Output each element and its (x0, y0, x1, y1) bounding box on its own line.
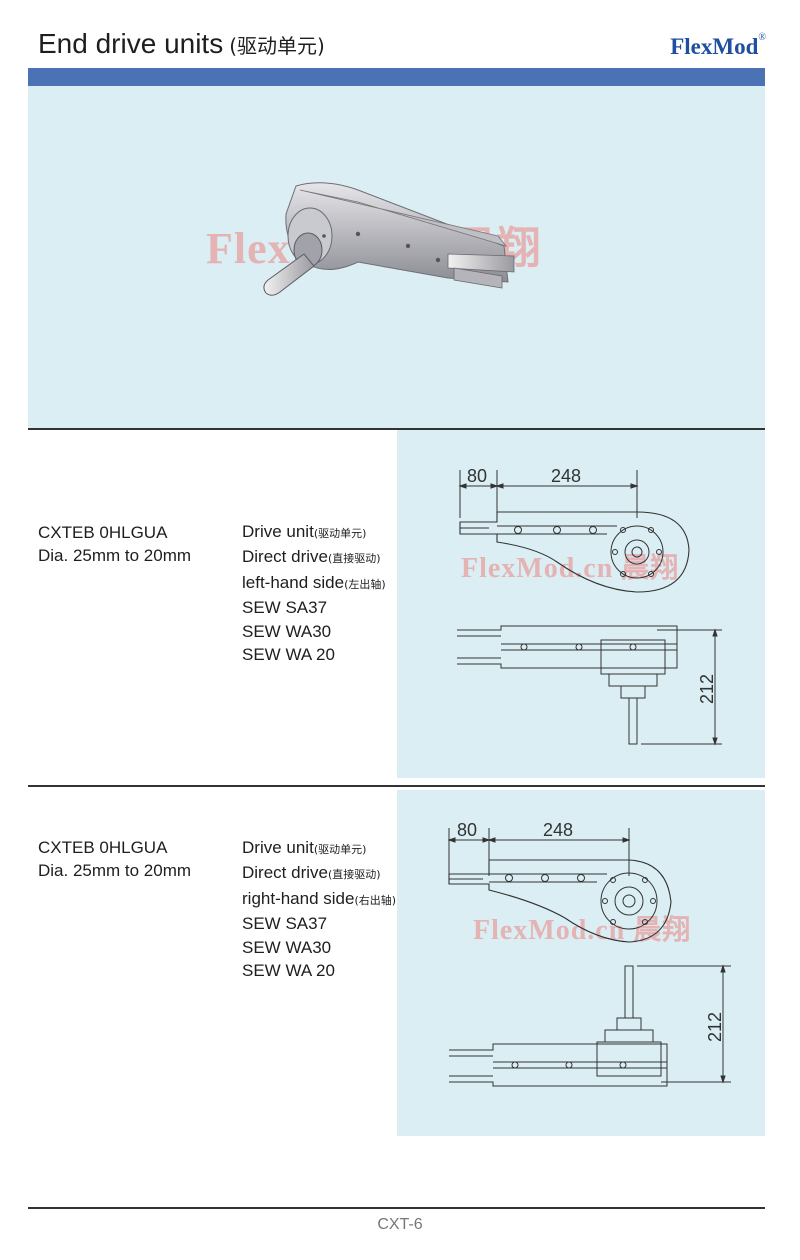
section2-dim-248: 248 (543, 820, 573, 840)
hero-panel: FlexMod.cn 晨翔 (28, 86, 765, 428)
section1-line-5: SEW WA30 (242, 621, 332, 641)
section1-code: CXTEB 0HLGUA Dia. 25mm to 20mm (38, 521, 191, 567)
section2-line-5: SEW WA30 (242, 937, 332, 957)
section1-line-6: SEW WA 20 (242, 645, 335, 665)
section1-line-3: left-hand side(左出轴) (242, 572, 386, 592)
title-text: End drive units (38, 28, 224, 59)
page-number: CXT-6 (377, 1216, 423, 1233)
section1-description: Drive unit(驱动单元) Direct drive(直接驱动) left… (242, 520, 386, 666)
section2-technical-drawing: 80 248 212 (447, 820, 731, 1087)
section2-drawing-panel: FlexMod.cn 晨翔 80 248 (397, 790, 765, 1136)
section2-dia-text: Dia. 25mm to 20mm (38, 861, 192, 880)
brand-name: FlexMod (670, 34, 759, 59)
section1-watermark: FlexMod.cn 晨翔 (461, 553, 680, 584)
section1-line-2: Direct drive(直接驱动) (242, 547, 381, 567)
section2-line-4: SEW SA37 (242, 914, 328, 934)
section2-line-6: SEW WA 20 (242, 961, 335, 981)
section1-dia-text: Dia. 25mm to 20mm (38, 546, 192, 565)
title-cn: (驱动单元) (229, 34, 325, 58)
section2-code: CXTEB 0HLGUA Dia. 25mm to 20mm (38, 836, 191, 882)
section1-technical-drawing: 80 248 212 (457, 466, 722, 746)
footer-rule (28, 1207, 765, 1209)
section1-drawing-panel: FlexMod.cn 晨翔 80 248 (397, 430, 765, 778)
section2-line-2: Direct drive(直接驱动) (242, 863, 381, 883)
section1-line-1: Drive unit(驱动单元) (242, 522, 367, 541)
section2-dim-212: 212 (705, 1012, 725, 1042)
registered-mark: ® (758, 32, 766, 43)
section2-dim-80: 80 (457, 820, 477, 840)
section2-line-1: Drive unit(驱动单元) (242, 838, 367, 857)
drive-unit-render (263, 182, 515, 296)
section-divider-1 (28, 428, 765, 430)
brand-logo: FlexMod® (670, 32, 766, 60)
section2-watermark: FlexMod.cn 晨翔 (473, 915, 692, 946)
section2-description: Drive unit(驱动单元) Direct drive(直接驱动) righ… (242, 836, 396, 982)
section1-code-text: CXTEB 0HLGUA (38, 523, 168, 542)
section1-dim-80: 80 (467, 466, 487, 486)
section2-code-text: CXTEB 0HLGUA (38, 838, 168, 857)
header-bar (28, 68, 765, 86)
section2-line-3: right-hand side(右出轴) (242, 888, 397, 908)
section1-line-4: SEW SA37 (242, 598, 328, 618)
page-title: End drive units(驱动单元) (38, 28, 325, 60)
section1-dim-212: 212 (697, 674, 717, 704)
section-divider-2 (28, 785, 765, 787)
section1-dim-248: 248 (551, 466, 581, 486)
